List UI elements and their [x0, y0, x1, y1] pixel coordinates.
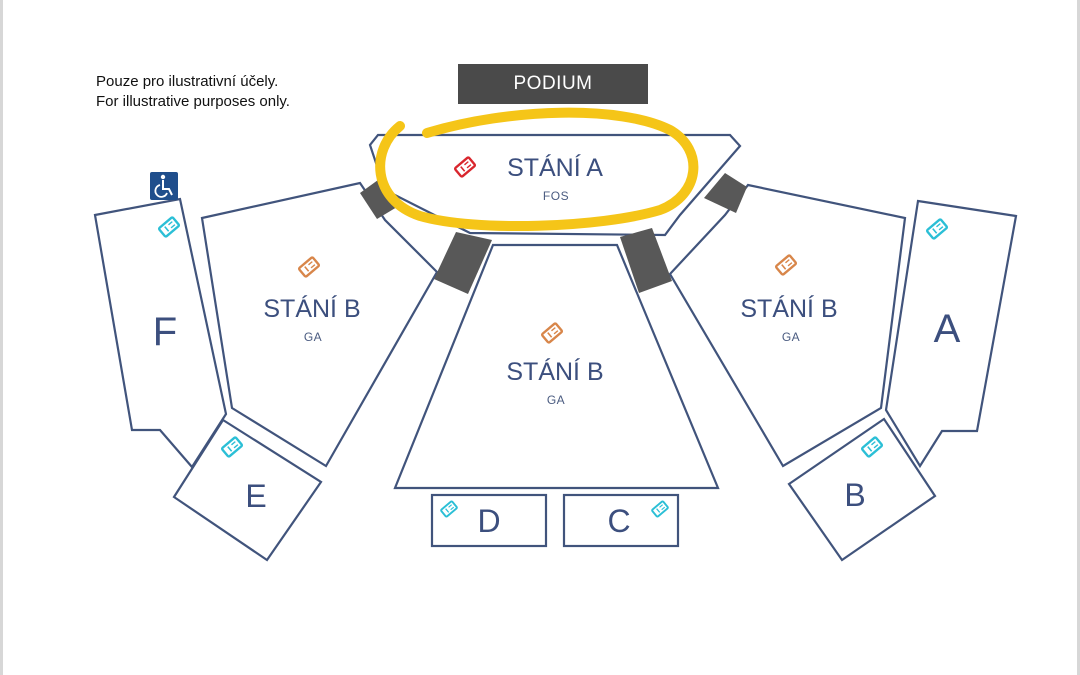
section-b-name: B: [844, 477, 865, 513]
section-stani-b-center-sub: GA: [547, 393, 565, 407]
disclaimer-cz: Pouze pro ilustrativní účely.: [96, 73, 279, 90]
section-stani-b-left-sub: GA: [304, 330, 322, 344]
section-e-name: E: [245, 478, 266, 514]
section-d-shape[interactable]: [430, 493, 548, 548]
entrance-ramp: [704, 173, 747, 213]
section-a-shape[interactable]: [884, 199, 1018, 469]
section-b-shape[interactable]: [787, 417, 937, 562]
section-stani-b-left-shape[interactable]: [200, 181, 439, 468]
section-a-name: A: [934, 307, 961, 351]
podium[interactable]: PODIUM: [458, 64, 648, 104]
disclaimer-note: Pouze pro ilustrativní účely. For illust…: [96, 72, 290, 112]
disclaimer-en: For illustrative purposes only.: [96, 93, 290, 110]
wheelchair-icon: [150, 172, 178, 200]
section-stani-a-sub: FOS: [543, 189, 569, 203]
right-border: [1077, 0, 1080, 675]
section-stani-b-right-sub: GA: [782, 330, 800, 344]
highlight-marker: [375, 107, 699, 232]
section-stani-b-left[interactable]: STÁNÍ B GA: [200, 181, 439, 468]
section-f[interactable]: F: [93, 197, 228, 469]
section-stani-b-right-name: STÁNÍ B: [740, 294, 837, 323]
section-e[interactable]: E: [172, 418, 323, 562]
section-stani-b-right-shape[interactable]: [668, 183, 907, 468]
section-d-name: D: [477, 503, 500, 539]
section-stani-b-left-name: STÁNÍ B: [263, 294, 360, 323]
section-stani-b-center-shape[interactable]: [393, 243, 720, 490]
section-stani-a-name: STÁNÍ A: [507, 153, 603, 182]
section-e-shape[interactable]: [172, 418, 323, 562]
section-b[interactable]: B: [787, 417, 937, 562]
section-stani-b-right[interactable]: STÁNÍ B GA: [668, 183, 907, 468]
section-stani-b-center-name: STÁNÍ B: [506, 357, 603, 386]
entrance-ramp: [434, 232, 492, 294]
section-f-name: F: [153, 310, 177, 354]
section-stani-b-center[interactable]: STÁNÍ B GA: [393, 243, 720, 490]
section-c[interactable]: C: [562, 493, 680, 548]
section-a[interactable]: A: [884, 199, 1018, 469]
entrance-ramp: [360, 180, 397, 219]
section-d[interactable]: D: [430, 493, 548, 548]
left-border: [0, 0, 3, 675]
entrance-ramp: [620, 228, 672, 293]
highlight-circle: [375, 107, 699, 232]
section-c-name: C: [607, 503, 630, 539]
